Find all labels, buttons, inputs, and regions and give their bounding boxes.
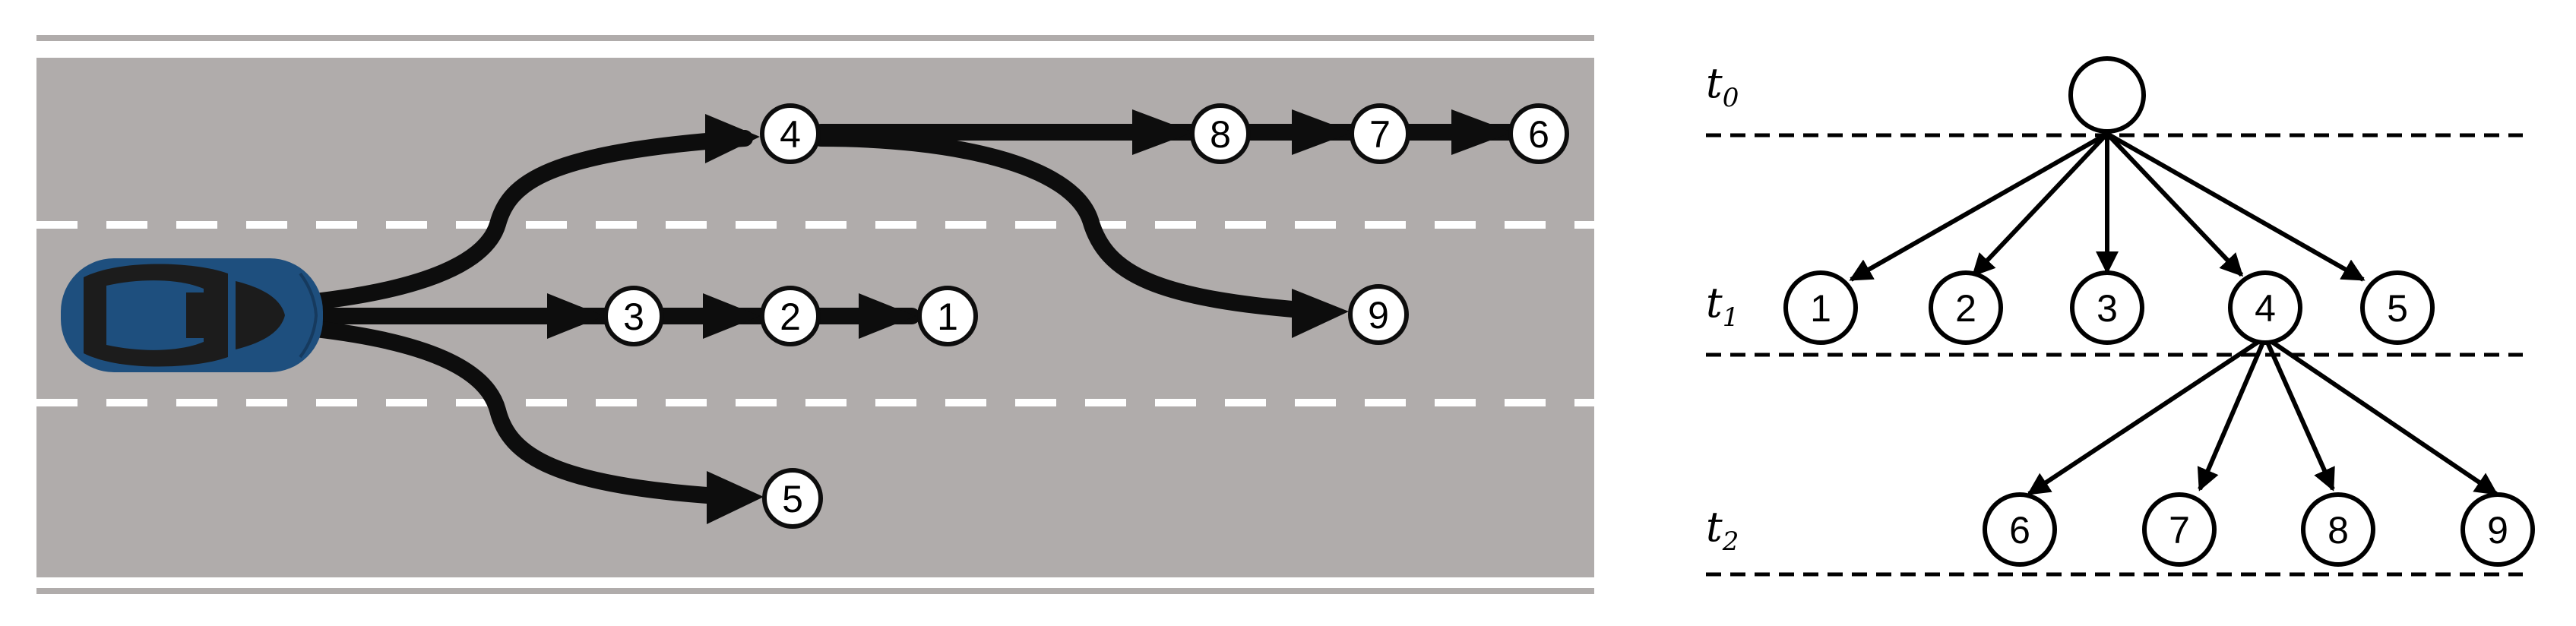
maneuver-node-1: 1 xyxy=(917,286,978,346)
time-level-t1: t1 xyxy=(1706,279,2523,357)
tree-edge-root-2 xyxy=(1971,131,2109,277)
tree-node-label: 4 xyxy=(2255,287,2276,330)
maneuver-node-label: 1 xyxy=(937,296,958,338)
maneuver-node-label: 8 xyxy=(1210,113,1231,156)
maneuver-node-8: 8 xyxy=(1190,103,1251,164)
arrowhead-to-7 xyxy=(1292,109,1353,155)
tree-node-4: 4 xyxy=(2228,270,2302,345)
tree-edge-root-5 xyxy=(2106,131,2366,282)
tree-edge-root-4 xyxy=(2105,131,2244,277)
tree-edge-4-6 xyxy=(2027,335,2267,496)
arrowhead-to-6 xyxy=(1451,109,1512,155)
tree-node-5: 5 xyxy=(2360,270,2435,345)
time-level-t2: t2 xyxy=(1706,503,2523,577)
time-label-t1: t1 xyxy=(1706,279,1739,333)
tree-node-6: 6 xyxy=(1983,492,2057,567)
trajectory-4-to-9 xyxy=(812,130,1331,320)
maneuver-node-5: 5 xyxy=(762,468,823,529)
tree-edge-4-7 xyxy=(2197,336,2267,492)
tree-node-label: 2 xyxy=(1955,287,1976,330)
trajectory-to-5 xyxy=(307,321,738,505)
maneuver-node-label: 2 xyxy=(780,296,801,338)
road-scene: 4 8 7 6 9 3 2 xyxy=(36,35,1594,594)
maneuver-node-label: 6 xyxy=(1528,113,1549,156)
arrowhead-to-2 xyxy=(703,293,760,339)
tree-node-label: 8 xyxy=(2328,509,2349,552)
maneuver-node-label: 7 xyxy=(1369,113,1391,156)
tree-node-8: 8 xyxy=(2301,492,2375,567)
trajectory-arrowheads xyxy=(547,109,1512,524)
trajectories xyxy=(307,124,1536,505)
tree-node-9: 9 xyxy=(2460,492,2535,567)
tree-node-label: 6 xyxy=(2009,509,2030,552)
arrowhead-to-9 xyxy=(1292,289,1349,338)
time-label-t0: t0 xyxy=(1706,59,1739,113)
tree-edge-4-8 xyxy=(2263,336,2335,492)
maneuver-node-9: 9 xyxy=(1348,284,1409,345)
tree-root-node xyxy=(2068,56,2146,134)
road-edge-top xyxy=(36,35,1594,41)
tree-edge-4-9 xyxy=(2264,335,2498,496)
tree-node-1: 1 xyxy=(1783,270,1858,345)
tree-node-label: 9 xyxy=(2487,509,2508,552)
tree-nodes: 1 2 3 4 5 6 7 xyxy=(1783,56,2535,567)
tree-node-label: 1 xyxy=(1810,287,1831,330)
tree-node-7: 7 xyxy=(2142,492,2217,567)
car-icon xyxy=(61,258,323,372)
arrowhead-to-1 xyxy=(859,293,916,339)
arrowhead-to-5 xyxy=(707,471,764,524)
maneuver-node-label: 9 xyxy=(1368,294,1389,337)
tree-node-2: 2 xyxy=(1929,270,2003,345)
maneuver-node-label: 5 xyxy=(782,478,803,520)
trajectory-to-4 xyxy=(307,130,753,310)
maneuver-nodes: 4 8 7 6 9 3 2 xyxy=(603,103,1569,529)
maneuver-node-label: 4 xyxy=(780,113,801,156)
tree-node-3: 3 xyxy=(2070,270,2144,345)
tree-edge-root-1 xyxy=(1849,131,2109,282)
tree-edges xyxy=(1849,131,2498,496)
arrowhead-to-4 xyxy=(705,114,760,163)
maneuver-node-label: 3 xyxy=(623,296,644,338)
road-edge-bottom xyxy=(36,588,1594,594)
time-level-t0: t0 xyxy=(1706,59,2523,138)
maneuver-tree: t0 t1 t2 xyxy=(1706,56,2535,577)
tree-node-label: 3 xyxy=(2097,287,2118,330)
arrowhead-to-8 xyxy=(1132,109,1193,155)
arrowhead-to-3 xyxy=(547,293,604,339)
maneuver-node-3: 3 xyxy=(603,286,664,346)
maneuver-node-7: 7 xyxy=(1350,103,1410,164)
time-label-t2: t2 xyxy=(1706,503,1739,557)
maneuver-node-6: 6 xyxy=(1508,103,1569,164)
tree-node-label: 7 xyxy=(2169,509,2190,552)
maneuver-node-4: 4 xyxy=(760,103,821,164)
maneuver-node-2: 2 xyxy=(760,286,821,346)
tree-node-label: 5 xyxy=(2387,287,2408,330)
